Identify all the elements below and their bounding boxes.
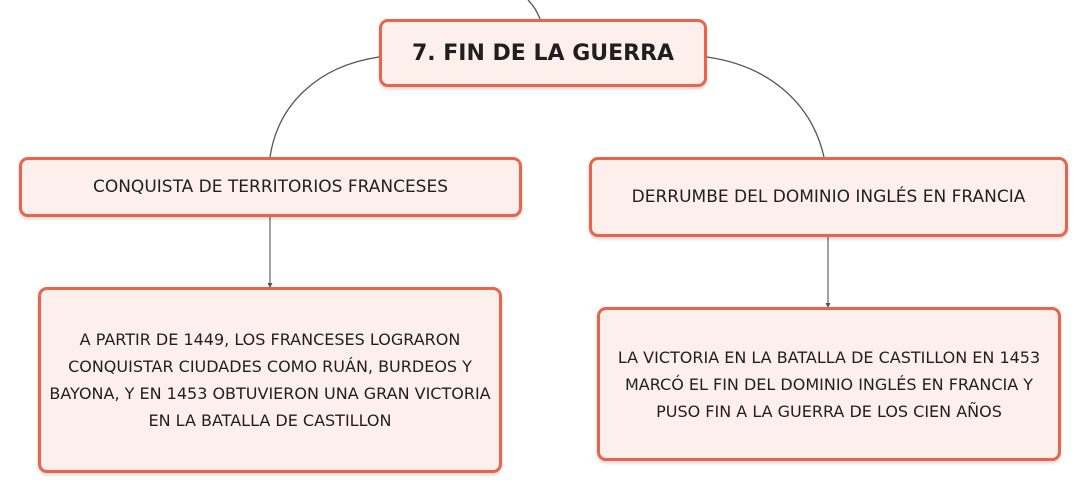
topic-node-label: CONQUISTA DE TERRITORIOS FRANCESES	[92, 177, 449, 197]
detail-node-derrumbe[interactable]: LA VICTORIA EN LA BATALLA DE CASTILLON E…	[597, 307, 1061, 461]
topic-node-derrumbe[interactable]: DERRUMBE DEL DOMINIO INGLÉS EN FRANCIA	[589, 157, 1068, 237]
root-node[interactable]: 7. FIN DE LA GUERRA	[379, 19, 707, 87]
detail-node-conquista[interactable]: A PARTIR DE 1449, LOS FRANCESES LOGRARON…	[38, 287, 502, 473]
topic-node-label: DERRUMBE DEL DOMINIO INGLÉS EN FRANCIA	[631, 187, 1026, 207]
arrowhead-right-detail	[825, 303, 831, 308]
connector-root-to-left-topic	[269, 56, 380, 158]
detail-node-text: A PARTIR DE 1449, LOS FRANCESES LOGRARON…	[49, 330, 491, 430]
arrowhead-left-detail	[267, 283, 273, 288]
root-node-label: 7. FIN DE LA GUERRA	[411, 40, 675, 66]
connector-root-to-right-topic	[706, 56, 825, 158]
detail-node-text: LA VICTORIA EN LA BATALLA DE CASTILLON E…	[617, 347, 1041, 421]
topic-node-conquista[interactable]: CONQUISTA DE TERRITORIOS FRANCESES	[19, 157, 522, 217]
connector-parent-to-root	[527, 0, 541, 20]
